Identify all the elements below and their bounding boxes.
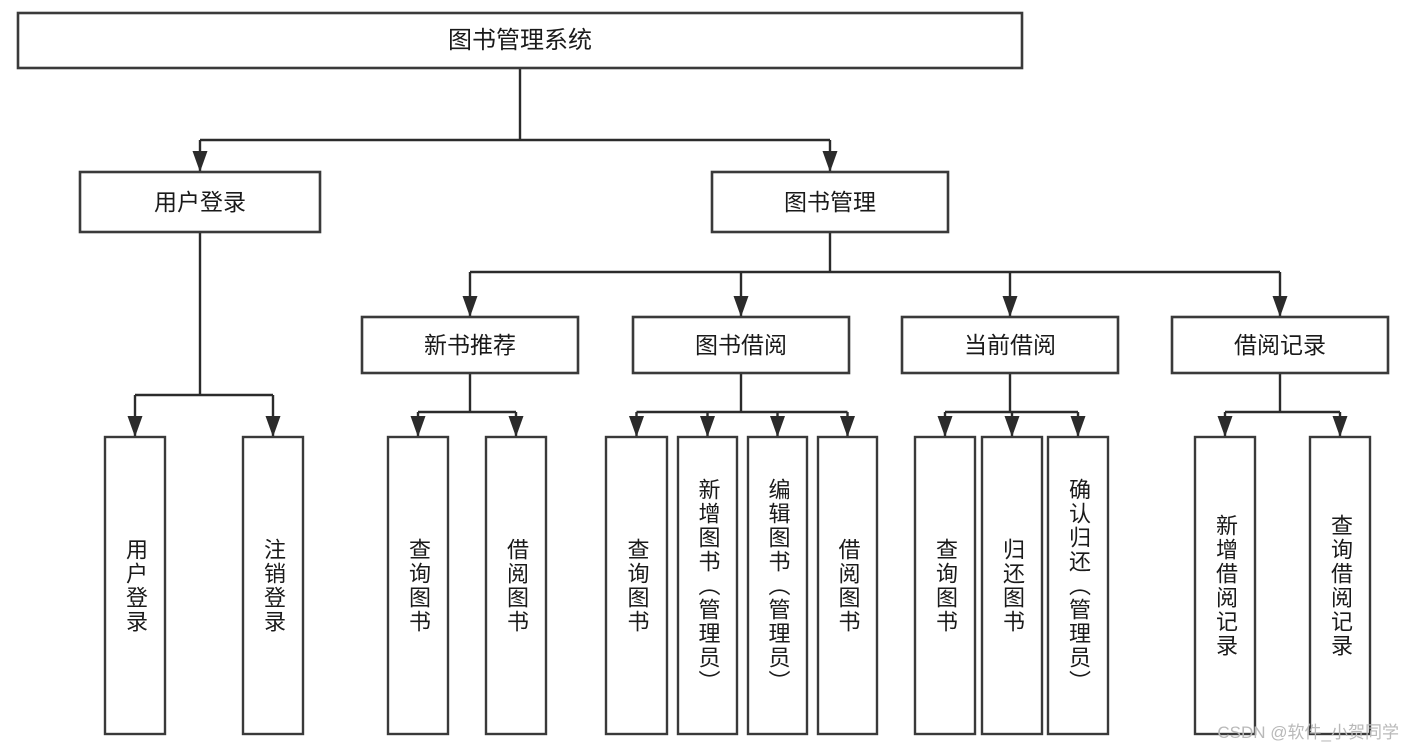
node-leaf-add-book-box[interactable] — [676, 435, 739, 736]
root-to-level2-arrow-0 — [192, 151, 208, 172]
root-to-level2-arrow-1 — [822, 151, 838, 172]
bookmanage-to-level3-arrow-1 — [733, 296, 749, 317]
connectors-layer — [127, 68, 1348, 437]
borrow-record-to-leaves-arrow-0 — [1217, 416, 1233, 437]
node-new-book-rec-label: 新书推荐 — [424, 332, 516, 358]
node-current-borrow-box[interactable] — [900, 315, 1120, 375]
new-book-rec-to-leaves-arrow-1 — [508, 416, 524, 437]
node-borrow-record-label: 借阅记录 — [1234, 332, 1326, 358]
book-borrow-to-leaves-arrow-1 — [700, 416, 715, 437]
user-login-to-leaves-arrow-1 — [265, 416, 281, 437]
node-leaf-query-record-box[interactable] — [1308, 435, 1372, 736]
current-borrow-to-leaves-arrow-0 — [937, 416, 953, 437]
book-borrow-to-leaves-arrow-0 — [629, 416, 644, 437]
node-leaf-logout-box[interactable] — [241, 435, 305, 736]
node-root-label: 图书管理系统 — [448, 27, 592, 54]
node-book-manage-label: 图书管理 — [784, 189, 876, 215]
node-root-box[interactable] — [16, 11, 1024, 70]
node-leaf-return-book-box[interactable] — [980, 435, 1044, 736]
node-leaf-confirm-return-box[interactable] — [1046, 435, 1110, 736]
bookmanage-to-level3-arrow-0 — [462, 296, 478, 317]
node-book-borrow-box[interactable] — [631, 315, 851, 375]
node-leaf-add-record-box[interactable] — [1193, 435, 1257, 736]
node-user-login-label: 用户登录 — [154, 189, 246, 215]
current-borrow-to-leaves-arrow-1 — [1004, 416, 1020, 437]
node-book-borrow-label: 图书借阅 — [695, 332, 787, 358]
book-borrow-to-leaves-arrow-3 — [840, 416, 855, 437]
book-borrow-to-leaves-arrow-2 — [770, 416, 785, 437]
bookmanage-to-level3-arrow-2 — [1002, 296, 1018, 317]
node-leaf-query-book-2-box[interactable] — [604, 435, 669, 736]
node-borrow-record-box[interactable] — [1170, 315, 1390, 375]
node-book-manage-box[interactable] — [710, 170, 950, 234]
node-leaf-query-book-1-box[interactable] — [386, 435, 450, 736]
node-new-book-rec-box[interactable] — [360, 315, 580, 375]
new-book-rec-to-leaves-arrow-0 — [410, 416, 426, 437]
node-current-borrow-label: 当前借阅 — [964, 332, 1056, 358]
borrow-record-to-leaves-arrow-1 — [1332, 416, 1348, 437]
current-borrow-to-leaves-arrow-2 — [1070, 416, 1086, 437]
boxes-layer — [16, 11, 1390, 736]
watermark-text: CSDN @软件_小贺同学 — [1217, 723, 1399, 742]
node-leaf-borrow-book-1-box[interactable] — [484, 435, 548, 736]
node-leaf-edit-book-box[interactable] — [746, 435, 809, 736]
node-leaf-borrow-book-2-box[interactable] — [816, 435, 879, 736]
node-leaf-user-login-box[interactable] — [103, 435, 167, 736]
node-user-login-box[interactable] — [78, 170, 322, 234]
node-leaf-query-book-3-box[interactable] — [913, 435, 977, 736]
user-login-to-leaves-arrow-0 — [127, 416, 143, 437]
bookmanage-to-level3-arrow-3 — [1272, 296, 1288, 317]
